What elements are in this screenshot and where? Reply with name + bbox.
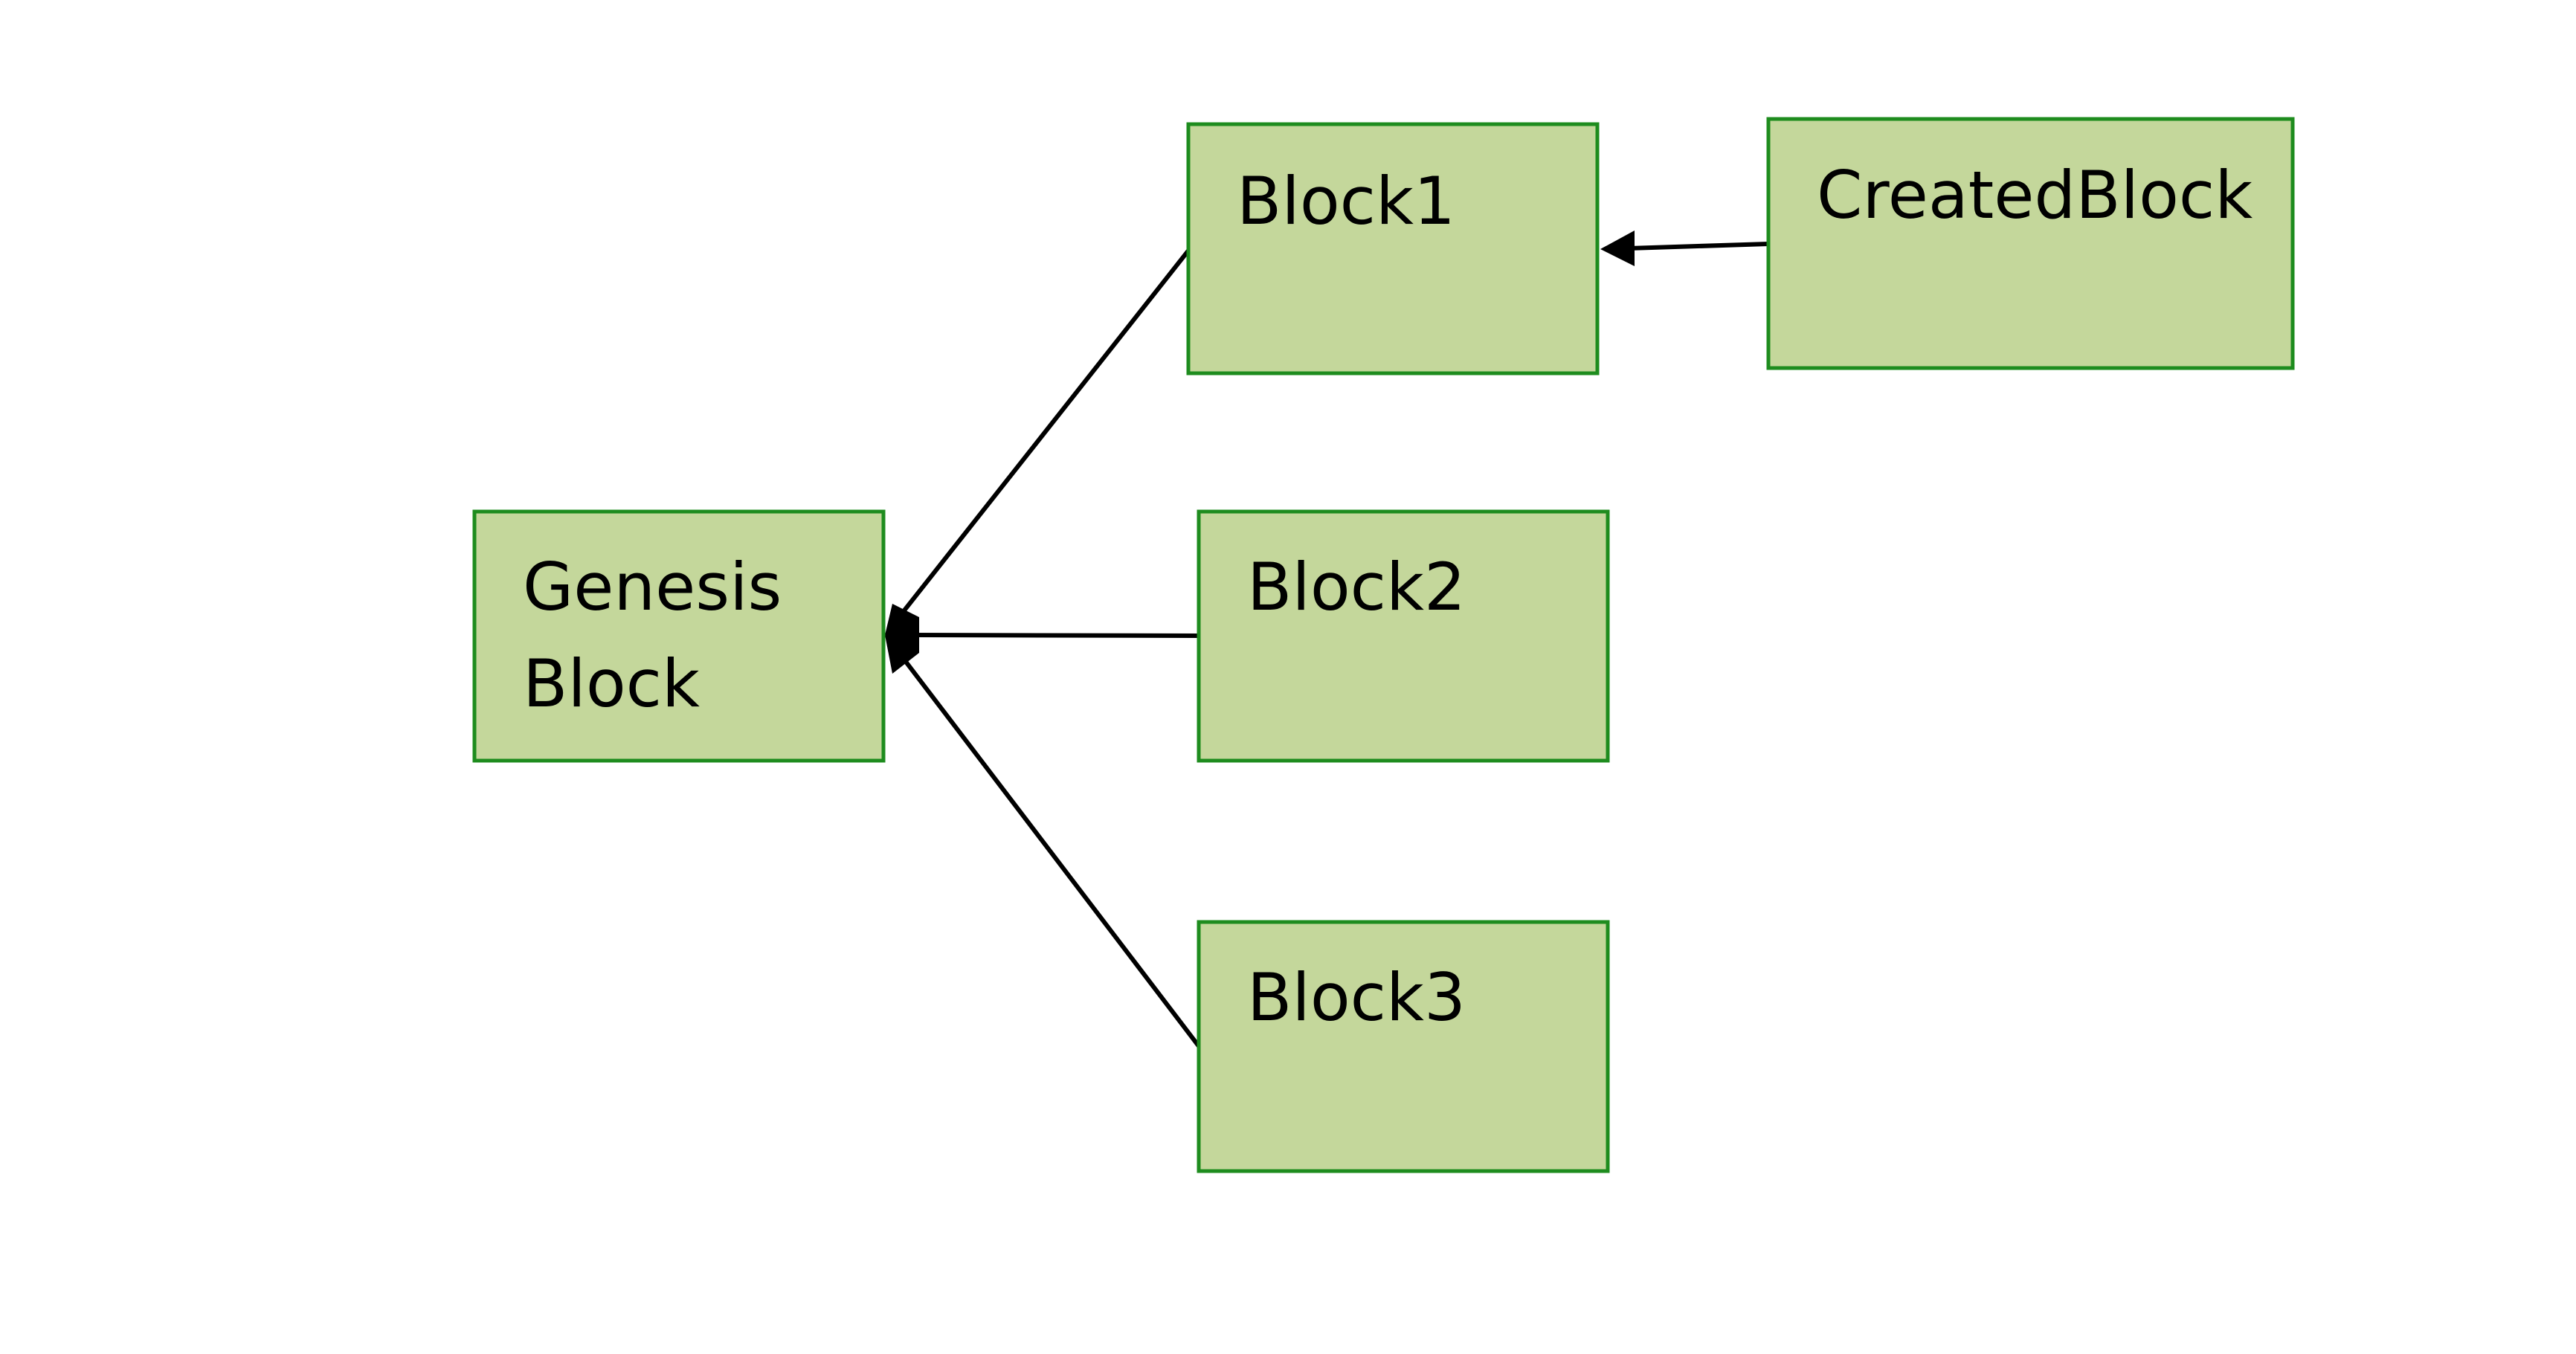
- block3-node[interactable]: Block3: [1197, 920, 1610, 1173]
- block1-node[interactable]: Block1: [1186, 122, 1600, 375]
- edge-block3-to-genesis: [899, 654, 1201, 1048]
- block1-arrowhead-icon: [1600, 230, 1635, 266]
- edge-block1-to-genesis: [899, 249, 1191, 616]
- block3-label: Block3: [1247, 959, 1466, 1036]
- block2-label: Block2: [1247, 549, 1466, 625]
- edges: [885, 230, 1769, 1048]
- created-block-label: CreatedBlock: [1817, 157, 2253, 233]
- block2-node[interactable]: Block2: [1197, 509, 1610, 763]
- created-block-node[interactable]: CreatedBlock: [1766, 117, 2295, 370]
- edge-created-to-block1: [1628, 242, 1769, 251]
- genesis-block-label-line2: Block: [523, 645, 700, 722]
- edge-block2-to-genesis: [908, 633, 1200, 638]
- genesis-block-node[interactable]: Genesis Block: [472, 509, 886, 763]
- genesis-arrowhead-icon: [885, 604, 919, 674]
- block1-label: Block1: [1237, 163, 1455, 239]
- genesis-block-label-line1: Genesis: [523, 549, 782, 625]
